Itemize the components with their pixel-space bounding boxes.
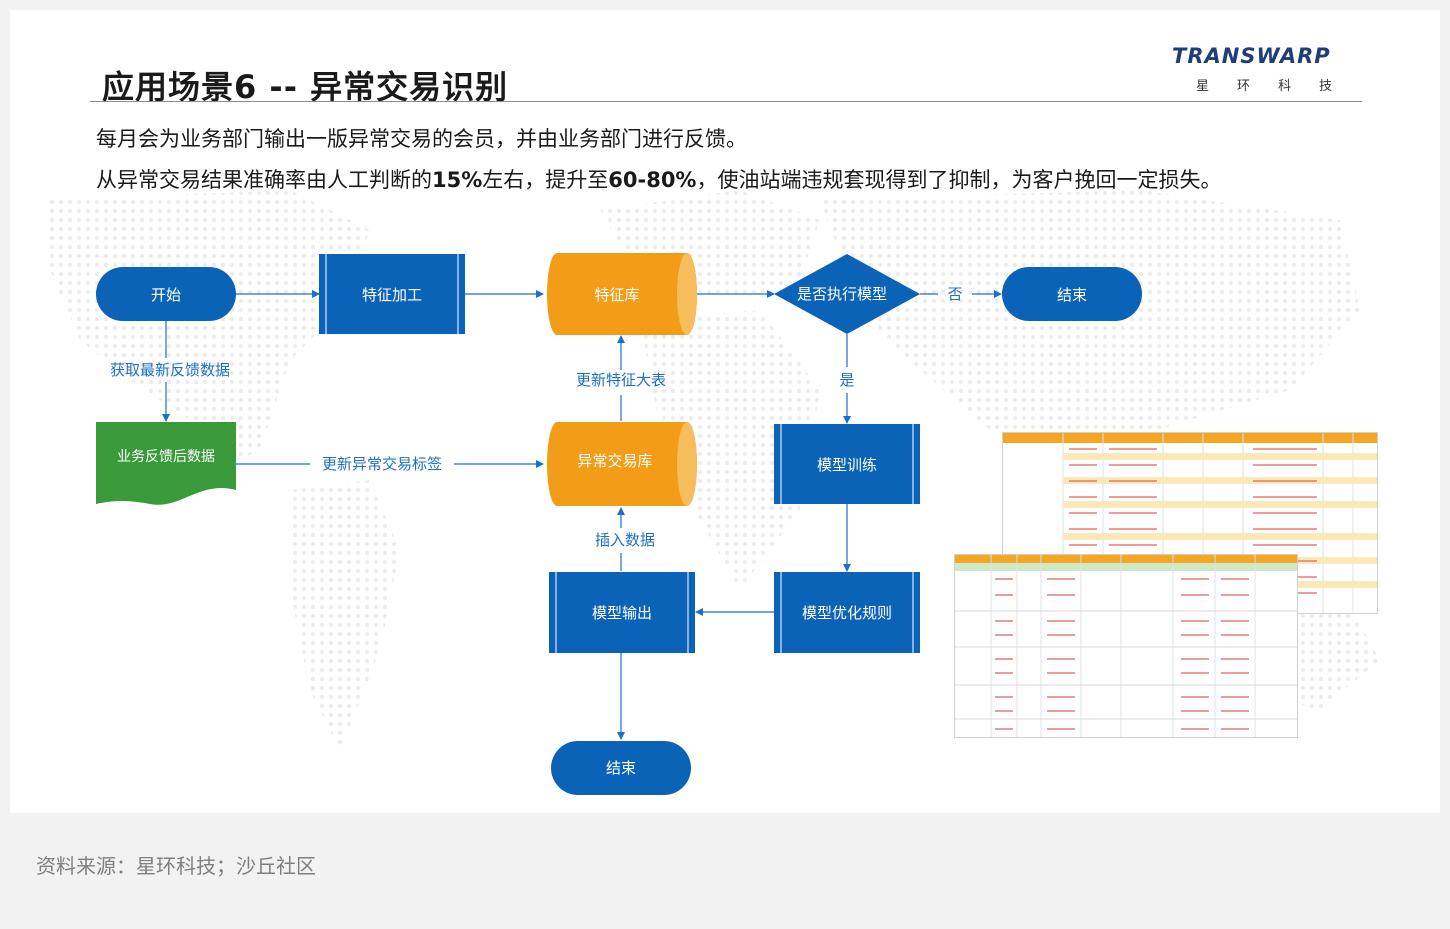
node-decision: 是否执行模型 xyxy=(774,254,920,334)
source-note: 资料来源：星环科技；沙丘社区 xyxy=(36,854,316,878)
edge-label-no: 否 xyxy=(947,285,962,303)
desc-part: 从异常交易结果准确率由人工判断的 xyxy=(96,168,432,192)
desc-part: ，使油站端违规套现得到了抑制，为客户挽回一定损失。 xyxy=(696,168,1222,192)
node-end-bottom-label: 结束 xyxy=(606,759,636,777)
node-feature-engineering-label: 特征加工 xyxy=(362,286,422,304)
description-line-1: 每月会为业务部门输出一版异常交易的会员，并由业务部门进行反馈。 xyxy=(96,127,747,151)
node-feature-db: 特征库 xyxy=(547,253,697,335)
node-decision-label: 是否执行模型 xyxy=(797,285,887,303)
node-model-training-label: 模型训练 xyxy=(817,456,877,474)
desc-highlight-60-80: 60-80% xyxy=(608,168,697,192)
node-end-top-label: 结束 xyxy=(1057,286,1087,304)
node-model-output: 模型输出 xyxy=(549,572,695,653)
logo-wordmark: TRANSWARP xyxy=(1172,44,1331,68)
spreadsheet-thumbnail-front xyxy=(954,554,1298,738)
node-anomaly-db: 异常交易库 xyxy=(547,422,697,506)
spreadsheet-grid xyxy=(955,555,1297,737)
node-feature-db-label: 特征库 xyxy=(594,286,639,304)
page-title: 应用场景6 -- 异常交易识别 xyxy=(102,68,509,106)
transwarp-logo: TRANSWARP 星环科技 xyxy=(1170,42,1370,102)
description-line-2: 从异常交易结果准确率由人工判断的15%左右，提升至60-80%，使油站端违规套现… xyxy=(96,164,1221,194)
edge-label-yes: 是 xyxy=(839,371,854,389)
node-feature-engineering: 特征加工 xyxy=(319,254,465,334)
node-feedback-data-label: 业务反馈后数据 xyxy=(117,449,215,465)
node-start: 开始 xyxy=(96,267,236,321)
logo-subtitle: 星环科技 xyxy=(1196,79,1361,94)
flowchart: 获取最新反馈数据 更新异常交易标签 更新特征大表 插入数据 否 是 开始 特征加… xyxy=(96,253,1142,795)
node-start-label: 开始 xyxy=(151,286,181,304)
edge-label-update-feature-table: 更新特征大表 xyxy=(576,371,666,389)
desc-part: 左右，提升至 xyxy=(482,168,609,192)
edge-label-insert-data: 插入数据 xyxy=(595,531,655,549)
slide: 应用场景6 -- 异常交易识别 TRANSWARP 星环科技 每月会为业务部门输… xyxy=(10,10,1440,813)
node-model-training: 模型训练 xyxy=(774,424,920,504)
node-feedback-data: 业务反馈后数据 xyxy=(96,422,236,505)
edge-label-update-tag: 更新异常交易标签 xyxy=(322,455,442,473)
node-end-top: 结束 xyxy=(1002,267,1142,321)
title-divider xyxy=(90,101,1362,102)
node-model-optimize: 模型优化规则 xyxy=(774,572,920,653)
edge-label-get-feedback: 获取最新反馈数据 xyxy=(110,361,230,379)
desc-highlight-15: 15% xyxy=(432,168,483,192)
node-anomaly-db-label: 异常交易库 xyxy=(577,452,652,470)
node-model-output-label: 模型输出 xyxy=(592,604,652,622)
node-end-bottom: 结束 xyxy=(551,741,691,795)
node-model-optimize-label: 模型优化规则 xyxy=(802,604,892,622)
